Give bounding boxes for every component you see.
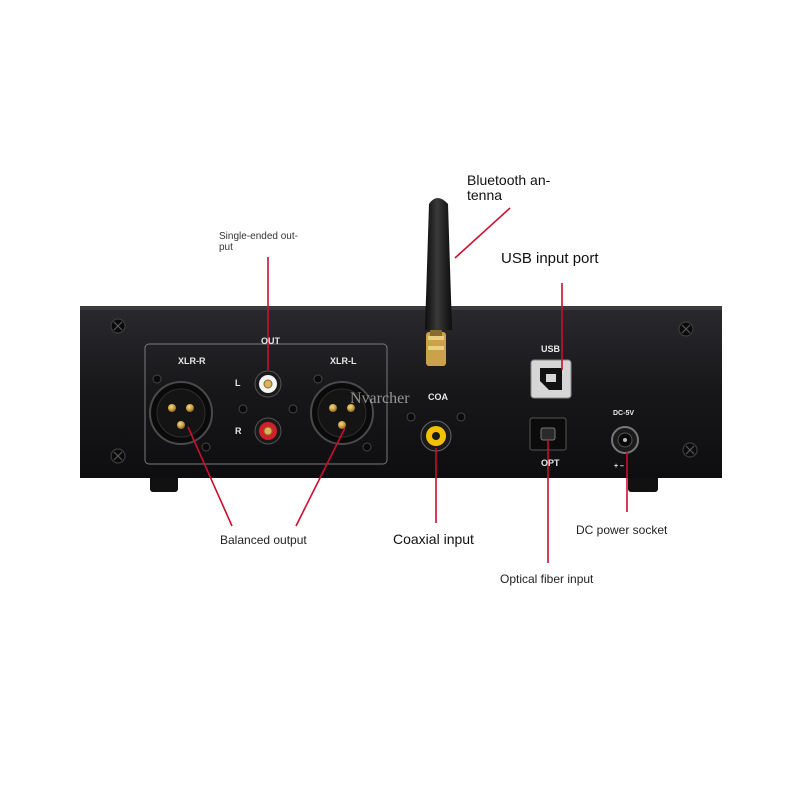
usb-b-port xyxy=(530,359,572,399)
bluetooth-antenna xyxy=(425,198,452,366)
watermark: Nvarcher xyxy=(350,390,410,407)
panel-label-coa: COA xyxy=(428,392,448,402)
panel-label-out: OUT xyxy=(261,336,280,346)
panel-label-r: R xyxy=(235,426,242,436)
output-group-frame xyxy=(144,343,388,465)
callout-single-ended-line2: put xyxy=(219,242,233,253)
panel-label-polarity: + – xyxy=(614,463,624,470)
callout-coaxial-input: Coaxial input xyxy=(393,531,474,547)
leader-lines xyxy=(187,207,628,563)
callout-optical-fiber-input: Optical fiber input xyxy=(500,572,594,586)
dc-power-socket xyxy=(611,426,639,454)
panel-label-usb: USB xyxy=(541,344,561,354)
panel-label-opt: OPT xyxy=(541,458,560,468)
callout-bluetooth-line1: Bluetooth an- xyxy=(467,172,551,188)
callout-dc-power-socket: DC power socket xyxy=(576,523,668,537)
callout-usb-input-port: USB input port xyxy=(501,250,599,267)
callout-bluetooth-antenna: Bluetooth an- tenna xyxy=(467,173,550,203)
callout-bluetooth-line2: tenna xyxy=(467,187,503,203)
xlr-r-connector xyxy=(149,374,213,452)
rca-left-white xyxy=(254,370,282,398)
panel-label-xlr-r: XLR-R xyxy=(178,356,206,366)
xlr-l-connector xyxy=(310,374,374,452)
panel-label-dc: DC-5V xyxy=(613,410,635,417)
rca-right-red xyxy=(254,417,282,445)
optical-port xyxy=(529,417,567,451)
panel-label-l: L xyxy=(235,378,241,388)
callout-balanced-output: Balanced output xyxy=(220,533,307,547)
callout-single-ended-output: Single-ended out- put xyxy=(219,231,298,253)
panel-label-xlr-l: XLR-L xyxy=(330,356,357,366)
callout-single-ended-line1: Single-ended out- xyxy=(219,231,298,242)
